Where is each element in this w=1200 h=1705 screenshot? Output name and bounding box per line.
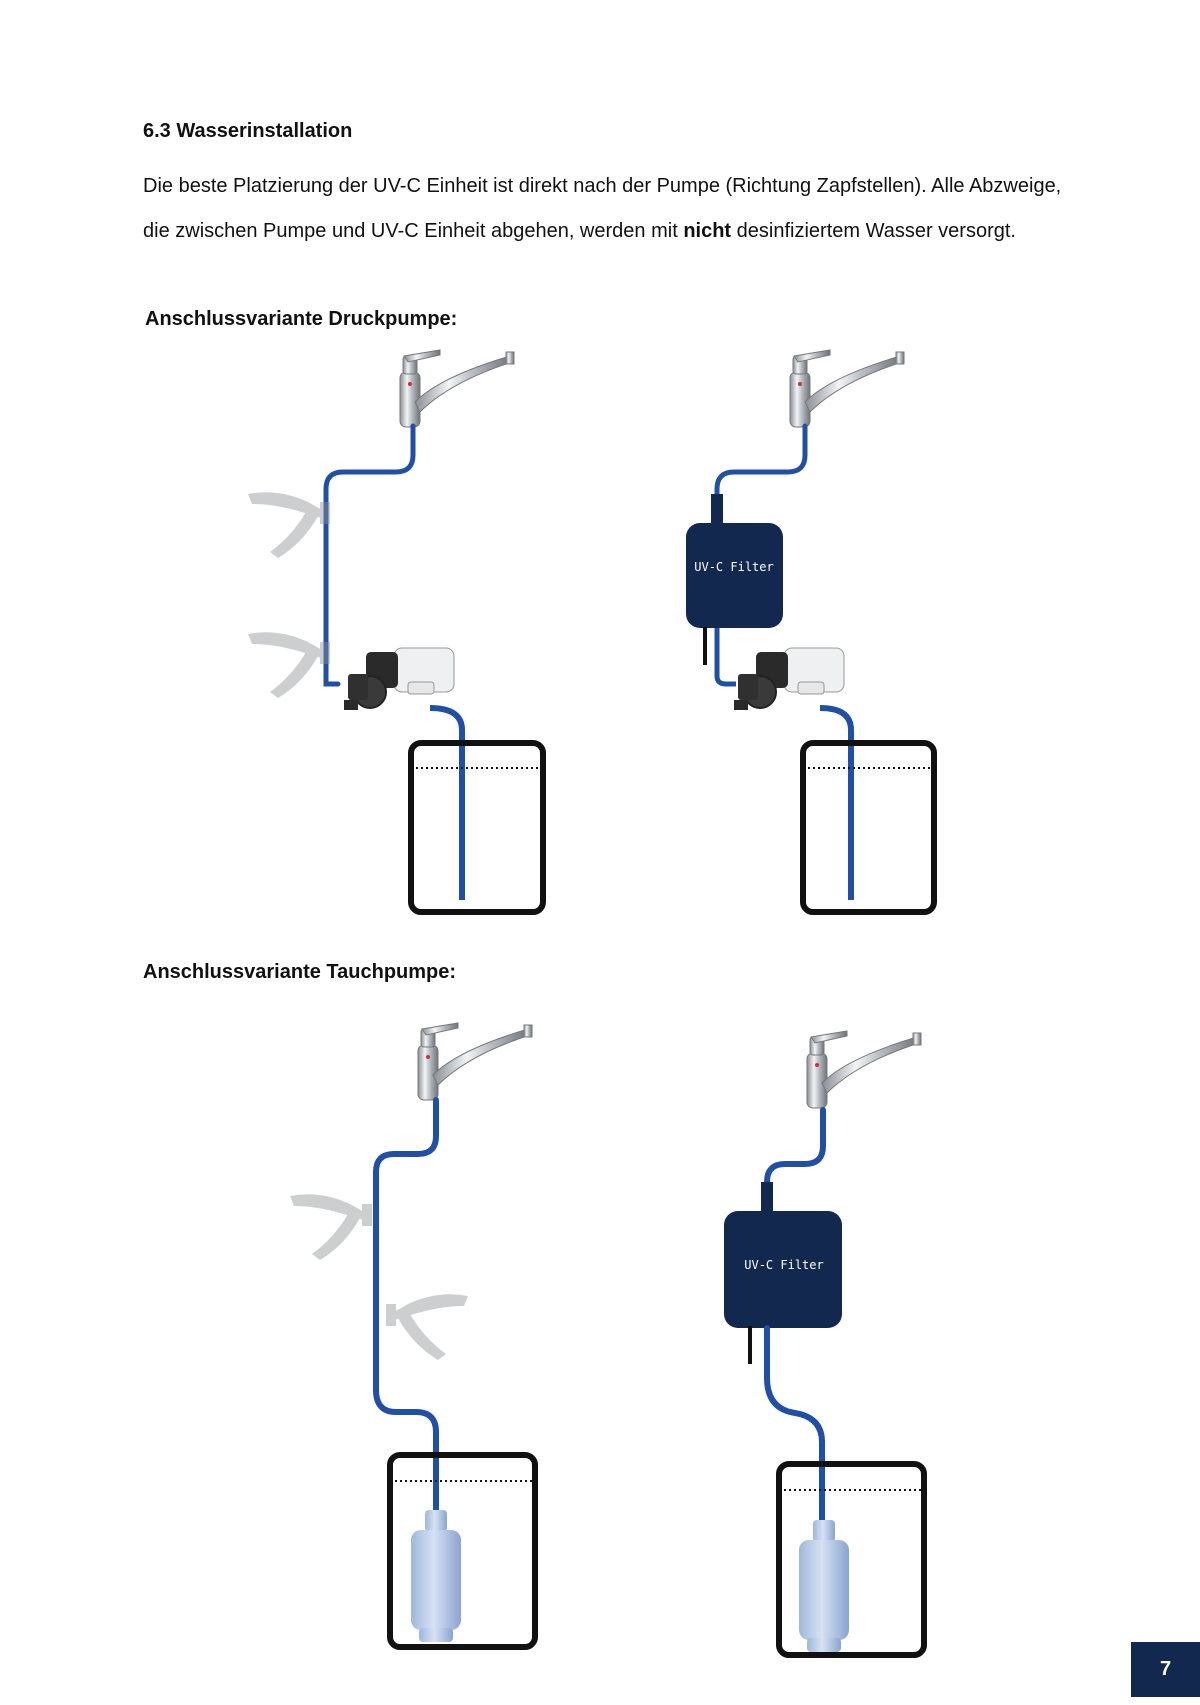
faucet-icon (417, 1022, 533, 1101)
filter-power-cable (748, 1326, 752, 1364)
paragraph-text-2: desinfiziertem Wasser versorgt. (731, 220, 1016, 242)
pressure-pump-icon (344, 647, 455, 710)
pressure-pump-icon (734, 647, 845, 710)
submersible-pump-icon (799, 1520, 849, 1652)
water-pipe (764, 1325, 825, 1523)
branch-tap-2-icon (386, 1294, 468, 1360)
uv-c-filter-label: UV-C Filter (694, 560, 773, 574)
branch-tap-2-icon (248, 632, 330, 698)
diagram-druckpumpe-left (248, 349, 546, 915)
water-pipe (323, 423, 416, 687)
water-tank (800, 740, 937, 915)
water-pipe-pump-to-tank (819, 705, 854, 900)
uv-c-filter-unit: UV-C Filter (686, 523, 783, 628)
filter-inlet-fitting (761, 1182, 773, 1212)
water-tank (387, 1452, 538, 1650)
water-pipe (764, 1107, 826, 1215)
water-pipe-pump-to-tank (429, 705, 465, 900)
subheading-tauchpumpe: Anschlussvariante Tauchpumpe: (143, 961, 457, 983)
water-pipe (714, 423, 808, 528)
faucet-icon (789, 349, 905, 428)
paragraph-text-1: Die beste Platzierung der UV-C Einheit i… (143, 175, 1062, 242)
diagram-tauchpumpe-left (290, 1022, 538, 1650)
page-number-badge: 7 (1131, 1642, 1200, 1697)
paragraph-bold-text: nicht (683, 220, 732, 242)
filter-power-cable (703, 627, 707, 665)
water-tank (776, 1461, 927, 1658)
water-pipe (714, 628, 736, 687)
water-pipe (373, 1097, 439, 1513)
water-tank (408, 740, 546, 915)
section-heading: 6.3 Wasserinstallation (143, 120, 353, 142)
branch-tap-1-icon (248, 492, 330, 558)
filter-inlet-fitting (711, 494, 723, 524)
faucet-icon (806, 1030, 922, 1109)
faucet-icon (399, 349, 515, 428)
section-paragraph: Die beste Platzierung der UV-C Einheit i… (143, 164, 1083, 254)
diagram-tauchpumpe-right: UV-C Filter (724, 1030, 927, 1658)
subheading-druckpumpe: Anschlussvariante Druckpumpe: (145, 308, 458, 330)
submersible-pump-icon (411, 1510, 461, 1642)
diagram-druckpumpe-right: UV-C Filter (686, 349, 937, 915)
branch-tap-1-icon (290, 1194, 372, 1260)
uv-c-filter-unit: UV-C Filter (724, 1211, 842, 1328)
uv-c-filter-label: UV-C Filter (744, 1258, 823, 1272)
